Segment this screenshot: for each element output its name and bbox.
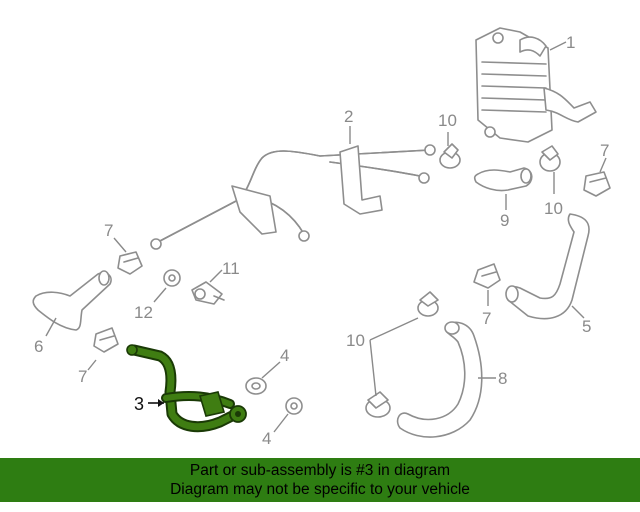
washer-part-12[interactable]: [153, 269, 181, 303]
callout-10c: 10: [346, 331, 365, 350]
callout-7d: 7: [600, 141, 609, 160]
banner-line-2: Diagram may not be specific to your vehi…: [170, 481, 470, 498]
clip-part-7-b[interactable]: [87, 327, 119, 371]
clamp-part-10-b[interactable]: [539, 145, 561, 194]
callout-4b: 4: [262, 429, 271, 448]
callout-1: 1: [566, 33, 575, 52]
hose-part-8[interactable]: [396, 321, 496, 438]
gasket-part-4-lower[interactable]: [273, 397, 303, 433]
callout-11: 11: [222, 259, 240, 278]
hose-part-9[interactable]: [473, 167, 533, 210]
clip-part-7-d[interactable]: [583, 157, 611, 197]
callout-12: 12: [134, 303, 153, 322]
clip-part-7-c[interactable]: [473, 263, 501, 306]
callout-7c: 7: [482, 309, 491, 328]
callout-3: 3: [134, 394, 144, 414]
callout-4a: 4: [280, 346, 289, 365]
pipe-assembly-part-2[interactable]: [150, 126, 436, 250]
hose-part-5[interactable]: [505, 213, 590, 320]
oil-cooler-part-1[interactable]: [475, 27, 597, 143]
callout-10a: 10: [438, 111, 457, 130]
clip-part-7-a[interactable]: [113, 237, 143, 275]
pipe-part-3-highlighted[interactable]: [126, 344, 247, 433]
callout-5: 5: [582, 317, 591, 336]
clamp-part-10-c-lower[interactable]: [365, 391, 391, 418]
callout-10b: 10: [544, 199, 563, 218]
clamp-part-10-a[interactable]: [439, 132, 461, 169]
callout-2: 2: [344, 107, 353, 126]
clamp-part-10-c-upper[interactable]: [417, 291, 439, 317]
callout-8: 8: [498, 369, 507, 388]
callout-9: 9: [500, 211, 509, 230]
callout-6: 6: [34, 337, 43, 356]
fitting-part-11[interactable]: [191, 269, 225, 305]
part-info-banner: Part or sub-assembly is #3 in diagram Di…: [0, 458, 640, 502]
gasket-part-4-upper[interactable]: [245, 361, 281, 395]
hose-part-6[interactable]: [32, 270, 112, 337]
callout-7a: 7: [104, 221, 113, 240]
banner-line-1: Part or sub-assembly is #3 in diagram: [189, 462, 451, 479]
callout-7b: 7: [78, 367, 87, 386]
parts-diagram: 1 2 3 4 4: [32, 27, 611, 448]
leader-10c: [369, 317, 419, 397]
